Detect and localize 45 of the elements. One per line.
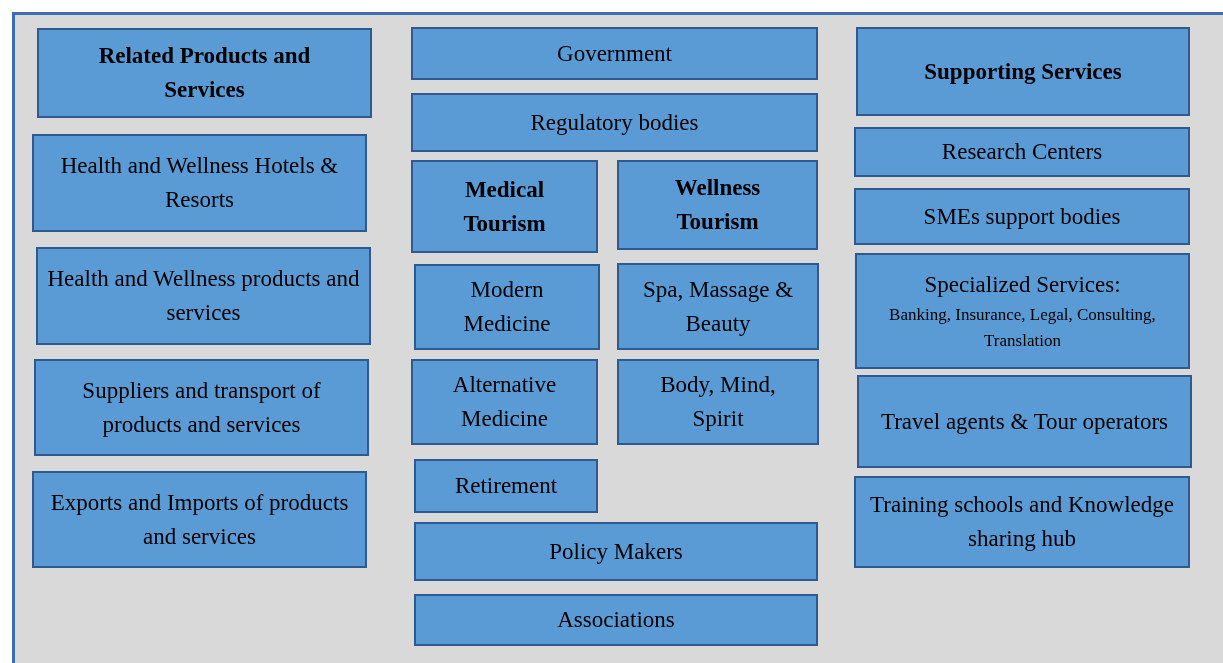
box-label: Related Products and Services bbox=[97, 42, 312, 104]
category-box bbox=[854, 127, 1190, 177]
category-box bbox=[32, 134, 367, 232]
category-box bbox=[411, 27, 818, 80]
category-box bbox=[37, 28, 372, 118]
box-label: Health and Wellness Hotels & Resorts bbox=[59, 152, 340, 214]
box-label: Research Centers bbox=[941, 138, 1103, 166]
category-box bbox=[411, 359, 598, 445]
category-box bbox=[36, 247, 371, 345]
category-box bbox=[856, 27, 1190, 116]
category-box bbox=[617, 160, 818, 250]
box-detail: Banking, Insurance, Legal, Consulting, Translation bbox=[888, 304, 1157, 352]
box-label: Wellness Tourism bbox=[673, 174, 762, 236]
category-box bbox=[857, 375, 1192, 468]
box-label: Government bbox=[557, 39, 672, 68]
box-label: Health and Wellness products and services bbox=[46, 265, 361, 327]
box-label: Body, Mind, Spirit bbox=[659, 371, 777, 433]
category-box bbox=[414, 459, 598, 513]
category-box bbox=[854, 188, 1190, 245]
category-box bbox=[617, 263, 819, 350]
box-label: Modern Medicine bbox=[462, 276, 552, 338]
box-label: Specialized Services: bbox=[924, 271, 1121, 299]
category-box bbox=[414, 594, 818, 646]
box-label: Associations bbox=[557, 606, 675, 634]
category-box bbox=[411, 93, 818, 152]
box-label: Spa, Massage & Beauty bbox=[641, 275, 795, 338]
box-label: Training schools and Knowledge sharing hub bbox=[869, 491, 1175, 553]
box-label: Regulatory bodies bbox=[530, 108, 699, 137]
category-box bbox=[854, 476, 1190, 568]
box-label: Policy Makers bbox=[549, 537, 683, 566]
box-label: Medical Tourism bbox=[462, 175, 547, 238]
category-box bbox=[34, 359, 369, 456]
box-label: Travel agents & Tour operators bbox=[880, 407, 1169, 436]
category-box bbox=[411, 160, 598, 253]
category-box bbox=[414, 522, 818, 581]
category-box bbox=[617, 359, 819, 445]
box-label: Alternative Medicine bbox=[451, 371, 558, 433]
box-label: SMEs support bodies bbox=[923, 202, 1121, 231]
category-box bbox=[414, 264, 600, 350]
category-box bbox=[855, 253, 1190, 369]
box-label: Suppliers and transport of products and services bbox=[81, 376, 322, 439]
box-label: Retirement bbox=[454, 472, 558, 500]
box-label: Supporting Services bbox=[924, 57, 1122, 86]
category-box bbox=[32, 471, 367, 568]
box-label: Exports and Imports of products and services bbox=[49, 488, 350, 551]
